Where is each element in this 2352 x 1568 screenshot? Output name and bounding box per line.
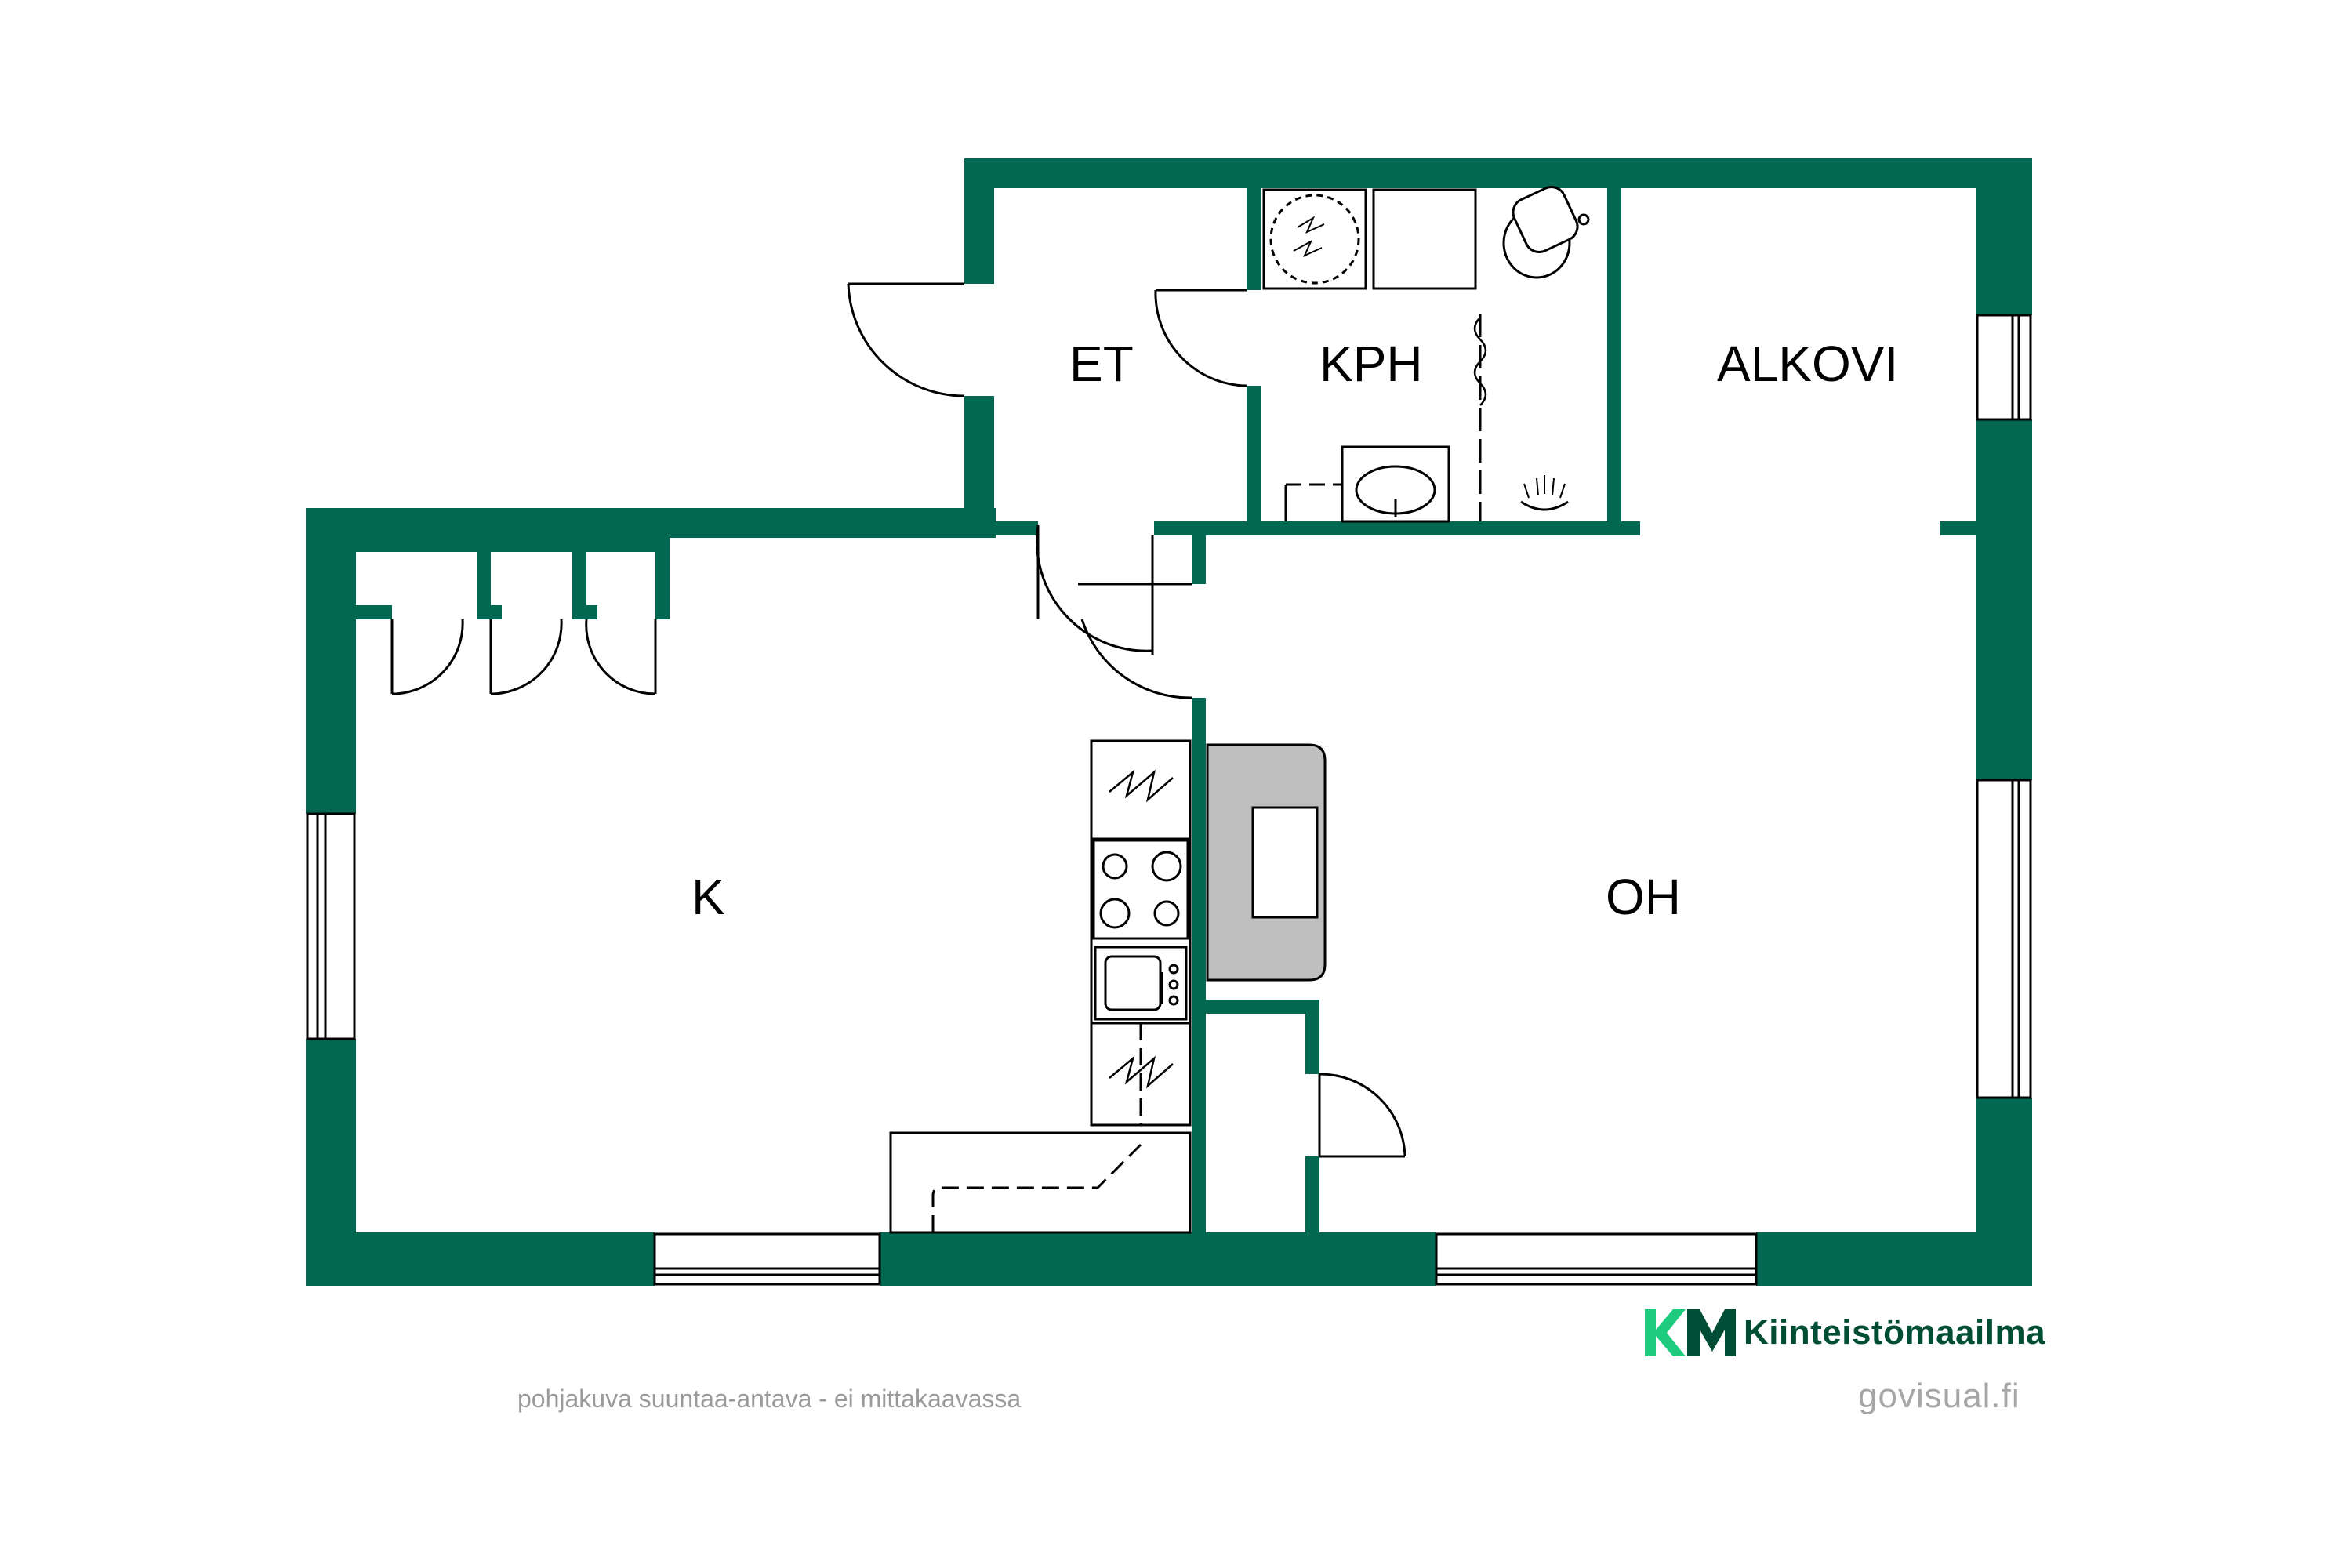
washing-machine-icon [1262, 188, 1367, 290]
stove-icon [1092, 839, 1189, 940]
windows [306, 314, 2032, 1286]
room-label-alkovi: ALKOVI [1717, 336, 1899, 392]
toilet-icon [1502, 186, 1590, 279]
room-label-k: K [691, 869, 725, 925]
kitchen [889, 739, 1192, 1234]
window-icon [1435, 1232, 1758, 1286]
room-label-et: ET [1069, 336, 1134, 392]
fridge-icon [1091, 769, 1190, 840]
door-icon [847, 282, 965, 397]
dishwasher-icon [1091, 1022, 1190, 1125]
door-icon [1318, 1073, 1406, 1158]
bathroom-fixtures [1262, 186, 1590, 523]
fireplace-icon [1206, 743, 1327, 982]
brand: Kiinteistömaailma [1642, 1306, 2045, 1359]
brand-name: Kiinteistömaailma [1744, 1313, 2046, 1352]
room-label-kph: KPH [1319, 336, 1423, 392]
window-icon [1976, 779, 2032, 1099]
window-icon [306, 812, 356, 1040]
shower-drain-icon [1520, 475, 1569, 511]
door-icon [1036, 524, 1192, 699]
credit-text: govisual.fi [1858, 1377, 2020, 1415]
counter-icon [889, 1131, 1192, 1234]
walls [306, 158, 2032, 1286]
window-icon [1976, 314, 2032, 421]
shower-icon [1473, 314, 1487, 521]
kitchen-sink-icon [1094, 946, 1188, 1021]
doors [390, 282, 1406, 1158]
sink-icon [1284, 445, 1450, 523]
wardrobe-icon [390, 619, 657, 695]
room-label-oh: OH [1606, 869, 1681, 925]
window-icon [653, 1232, 881, 1286]
dryer-icon [1372, 188, 1477, 290]
km-logo-icon [1645, 1309, 1736, 1356]
door-icon [1154, 289, 1247, 387]
disclaimer-text: pohjakuva suuntaa-antava - ei mittakaava… [517, 1385, 1022, 1413]
